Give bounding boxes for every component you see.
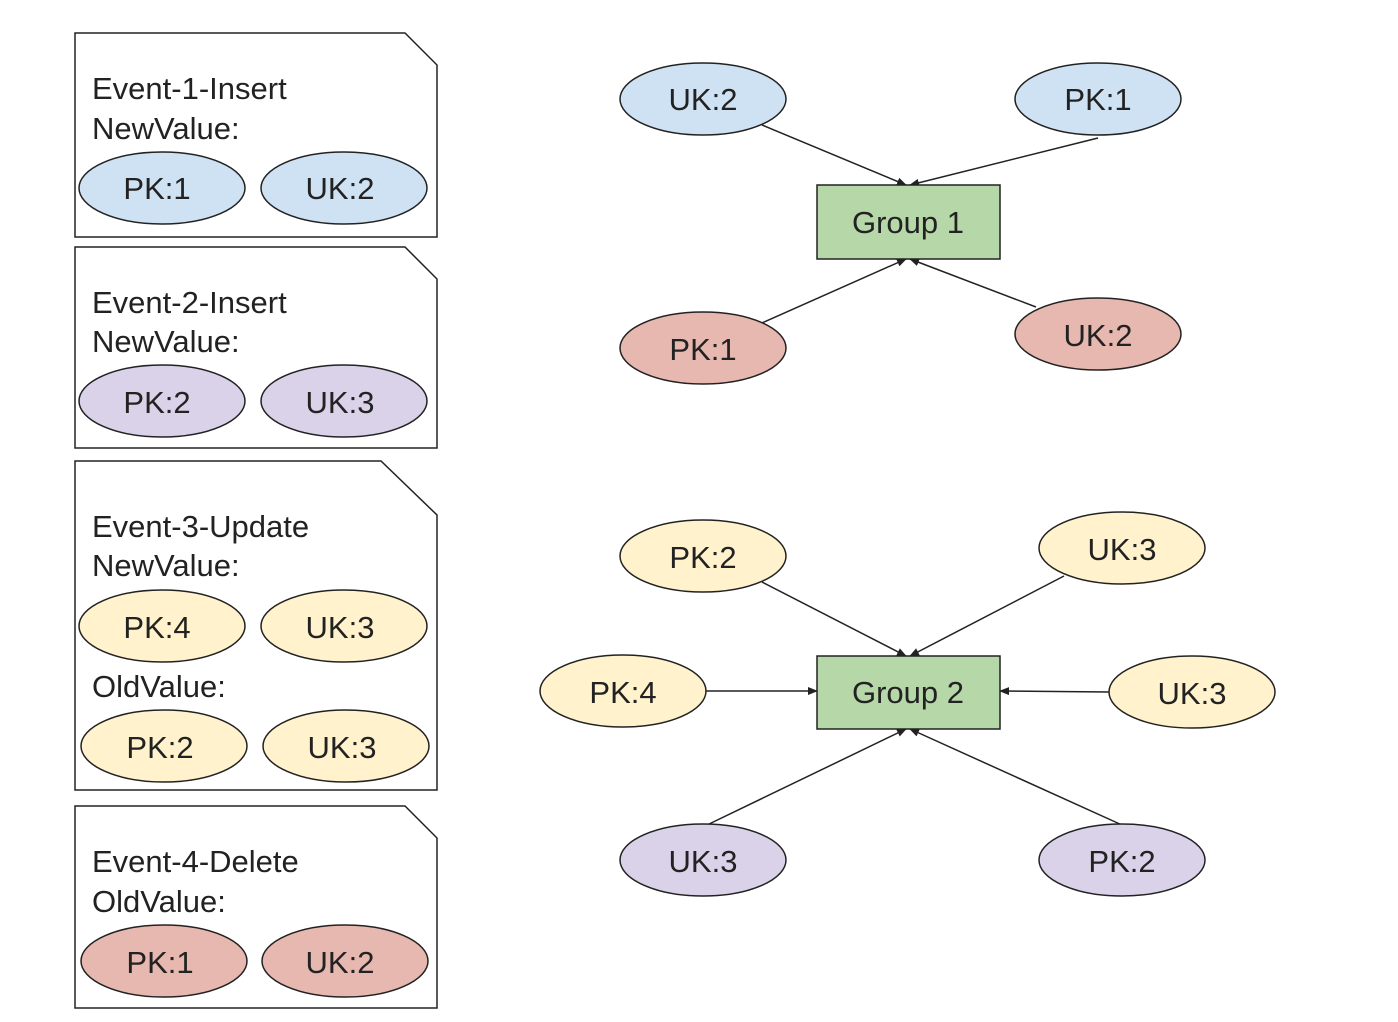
key-oval [260,589,428,663]
key-oval [78,364,246,438]
event-card-3: Event-3-Update NewValue: PK:4 UK:3 OldVa… [74,460,438,791]
key-oval [260,151,428,225]
key-oval-label: UK:2 [669,82,738,117]
key-oval-label: UK:3 [306,610,375,645]
event-card-3-new-key-2: UK:3 [260,589,428,663]
group-box [816,655,1001,730]
key-oval-label: PK:1 [126,945,193,980]
key-oval [619,823,787,897]
key-oval-label: PK:2 [126,730,193,765]
edge-arrow [909,258,1037,308]
key-oval [619,519,787,593]
group-box [816,184,1001,260]
key-oval [619,311,787,385]
edge-arrow [909,575,1065,657]
key-oval [1038,511,1206,585]
key-oval-label: PK:2 [123,385,190,420]
event-card-1-new-key-1: PK:1 [78,151,246,225]
key-oval [1108,655,1276,729]
key-oval-label: UK:2 [306,945,375,980]
event-card-4-old-key-2: UK:2 [261,924,429,998]
event-card-1-title: Event-1-Insert [92,71,287,106]
event-card-3-new-label: NewValue: [92,548,240,583]
key-oval-label: UK:3 [306,385,375,420]
group-2-cluster: PK:2 UK:3 PK:4 UK:3 UK:3 PK:2 Group 2 [539,511,1276,897]
key-oval [1014,297,1182,371]
key-oval [78,151,246,225]
key-oval-label: UK:3 [669,844,738,879]
key-oval-label: UK:3 [1088,532,1157,567]
key-oval-label: PK:1 [1064,82,1131,117]
event-card-4-old-key-1: PK:1 [80,924,248,998]
key-oval-label: UK:2 [1064,318,1133,353]
group-2-key-1: PK:2 [619,519,787,593]
key-oval [539,654,707,728]
key-oval [1038,823,1206,897]
edge-arrow [706,728,907,826]
key-oval-label: PK:1 [123,171,190,206]
event-card-4-old-label: OldValue: [92,884,226,919]
group-1-key-1: UK:2 [619,62,787,136]
group-2-key-4: UK:3 [1108,655,1276,729]
key-oval [78,589,246,663]
group-2-key-6: PK:2 [1038,823,1206,897]
group-1-box: Group 1 [816,184,1001,260]
event-card-2: Event-2-Insert NewValue: PK:2 UK:3 [74,246,438,449]
key-oval-label: PK:4 [123,610,190,645]
event-card-2-title: Event-2-Insert [92,285,287,320]
group-2-key-3: PK:4 [539,654,707,728]
key-oval [80,924,248,998]
event-card-1-new-key-2: UK:2 [260,151,428,225]
edge-arrow [909,728,1123,826]
edge-arrow [999,687,1110,696]
event-card-3-old-label: OldValue: [92,669,226,704]
key-oval-label: UK:3 [1158,676,1227,711]
edge-arrow [761,581,907,657]
group-1-cluster: UK:2 PK:1 PK:1 UK:2 Group 1 [619,62,1182,385]
key-oval-label: PK:1 [669,332,736,367]
edge-arrow [909,137,1099,187]
event-card-2-new-label: NewValue: [92,324,240,359]
event-card-4-title: Event-4-Delete [92,844,299,879]
event-card-2-new-key-1: PK:2 [78,364,246,438]
key-oval [261,924,429,998]
key-oval-label: UK:3 [308,730,377,765]
key-oval-label: PK:2 [669,540,736,575]
group-1-label: Group 1 [852,205,964,240]
group-2-key-2: UK:3 [1038,511,1206,585]
event-card-2-new-key-2: UK:3 [260,364,428,438]
event-card-1: Event-1-Insert NewValue: PK:1 UK:2 [74,32,438,238]
key-oval [1014,62,1182,136]
event-card-3-title: Event-3-Update [92,509,309,544]
group-1-key-2: PK:1 [1014,62,1182,136]
group-2-box: Group 2 [816,655,1001,730]
event-card-3-new-key-1: PK:4 [78,589,246,663]
event-card-4: Event-4-Delete OldValue: PK:1 UK:2 [74,805,438,1009]
key-oval-label: PK:4 [589,675,656,710]
key-oval [80,709,248,783]
edge-arrow [761,258,907,324]
group-1-key-4: UK:2 [1014,297,1182,371]
group-2-label: Group 2 [852,675,964,710]
group-2-key-5: UK:3 [619,823,787,897]
event-card-1-new-label: NewValue: [92,111,240,146]
key-oval [260,364,428,438]
key-oval [619,62,787,136]
key-oval [262,709,430,783]
event-card-3-old-key-2: UK:3 [262,709,430,783]
event-card-3-old-key-1: PK:2 [80,709,248,783]
key-oval-label: UK:2 [306,171,375,206]
group-1-key-3: PK:1 [619,311,787,385]
event-card-3-frame [74,460,438,791]
key-oval-label: PK:2 [1088,844,1155,879]
edge-arrow [761,124,907,186]
